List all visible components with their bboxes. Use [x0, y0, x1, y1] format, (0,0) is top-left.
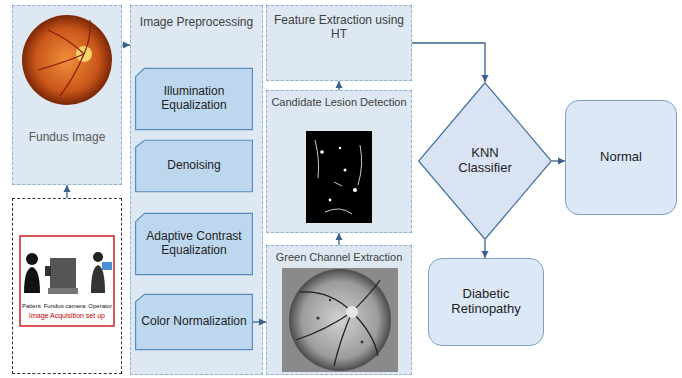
flow-arrow	[412, 43, 489, 82]
input-panel: Fundus Image	[12, 5, 122, 185]
flow-arrow	[552, 158, 565, 165]
process-step: Adaptive Contrast Equalization	[135, 213, 253, 275]
node-label: Diabetic Retinopathy	[433, 287, 539, 317]
flow-arrow	[253, 319, 266, 326]
flow-arrow	[336, 233, 343, 245]
node-label: Patient	[22, 303, 41, 310]
preprocessing-panel: Image PreprocessingIllumination Equaliza…	[130, 5, 263, 375]
stage-panel: Feature Extraction using HT	[266, 5, 412, 81]
stage-panel: Candidate Lesion Detection	[266, 90, 412, 233]
lesion-map-image	[306, 131, 372, 223]
node-label: Denoising	[167, 159, 220, 173]
acquisition-panel: PatientFundus cameraOperatorImage Acquis…	[12, 198, 122, 374]
process-step: Color Normalization	[135, 294, 253, 350]
node-label: KNN Classifier	[449, 146, 521, 176]
process-step: Illumination Equalization	[135, 68, 253, 130]
node-label: Adaptive Contrast Equalization	[139, 230, 249, 258]
flow-arrow	[64, 185, 71, 198]
node-label: Feature Extraction using HT	[271, 14, 407, 42]
acquisition-setup-picture	[20, 236, 114, 326]
result-box: Normal	[565, 100, 677, 215]
node-label: Color Normalization	[141, 315, 246, 329]
node-label: Green Channel Extraction	[276, 251, 403, 264]
node-text: Fundus camera	[44, 303, 86, 310]
node-label: Illumination Equalization	[139, 85, 249, 113]
decision-diamond: KNN Classifier	[418, 82, 552, 240]
node-text: Operator	[88, 303, 112, 310]
flow-arrow	[482, 240, 489, 258]
flow-arrow	[336, 81, 343, 90]
node-label: Candidate Lesion Detection	[271, 96, 406, 109]
fundus-photo	[22, 15, 112, 105]
stage-panel: Green Channel Extraction	[266, 245, 412, 375]
node-text: Image Acquisition set up	[22, 312, 112, 320]
node-label: Image Preprocessing	[140, 16, 253, 30]
node-label: Normal	[600, 150, 642, 165]
flow-arrow	[122, 42, 130, 49]
process-step: Denoising	[135, 140, 253, 192]
green-channel-image	[282, 268, 398, 372]
result-box: Diabetic Retinopathy	[428, 258, 544, 346]
node-label: Fundus Image	[29, 131, 106, 145]
